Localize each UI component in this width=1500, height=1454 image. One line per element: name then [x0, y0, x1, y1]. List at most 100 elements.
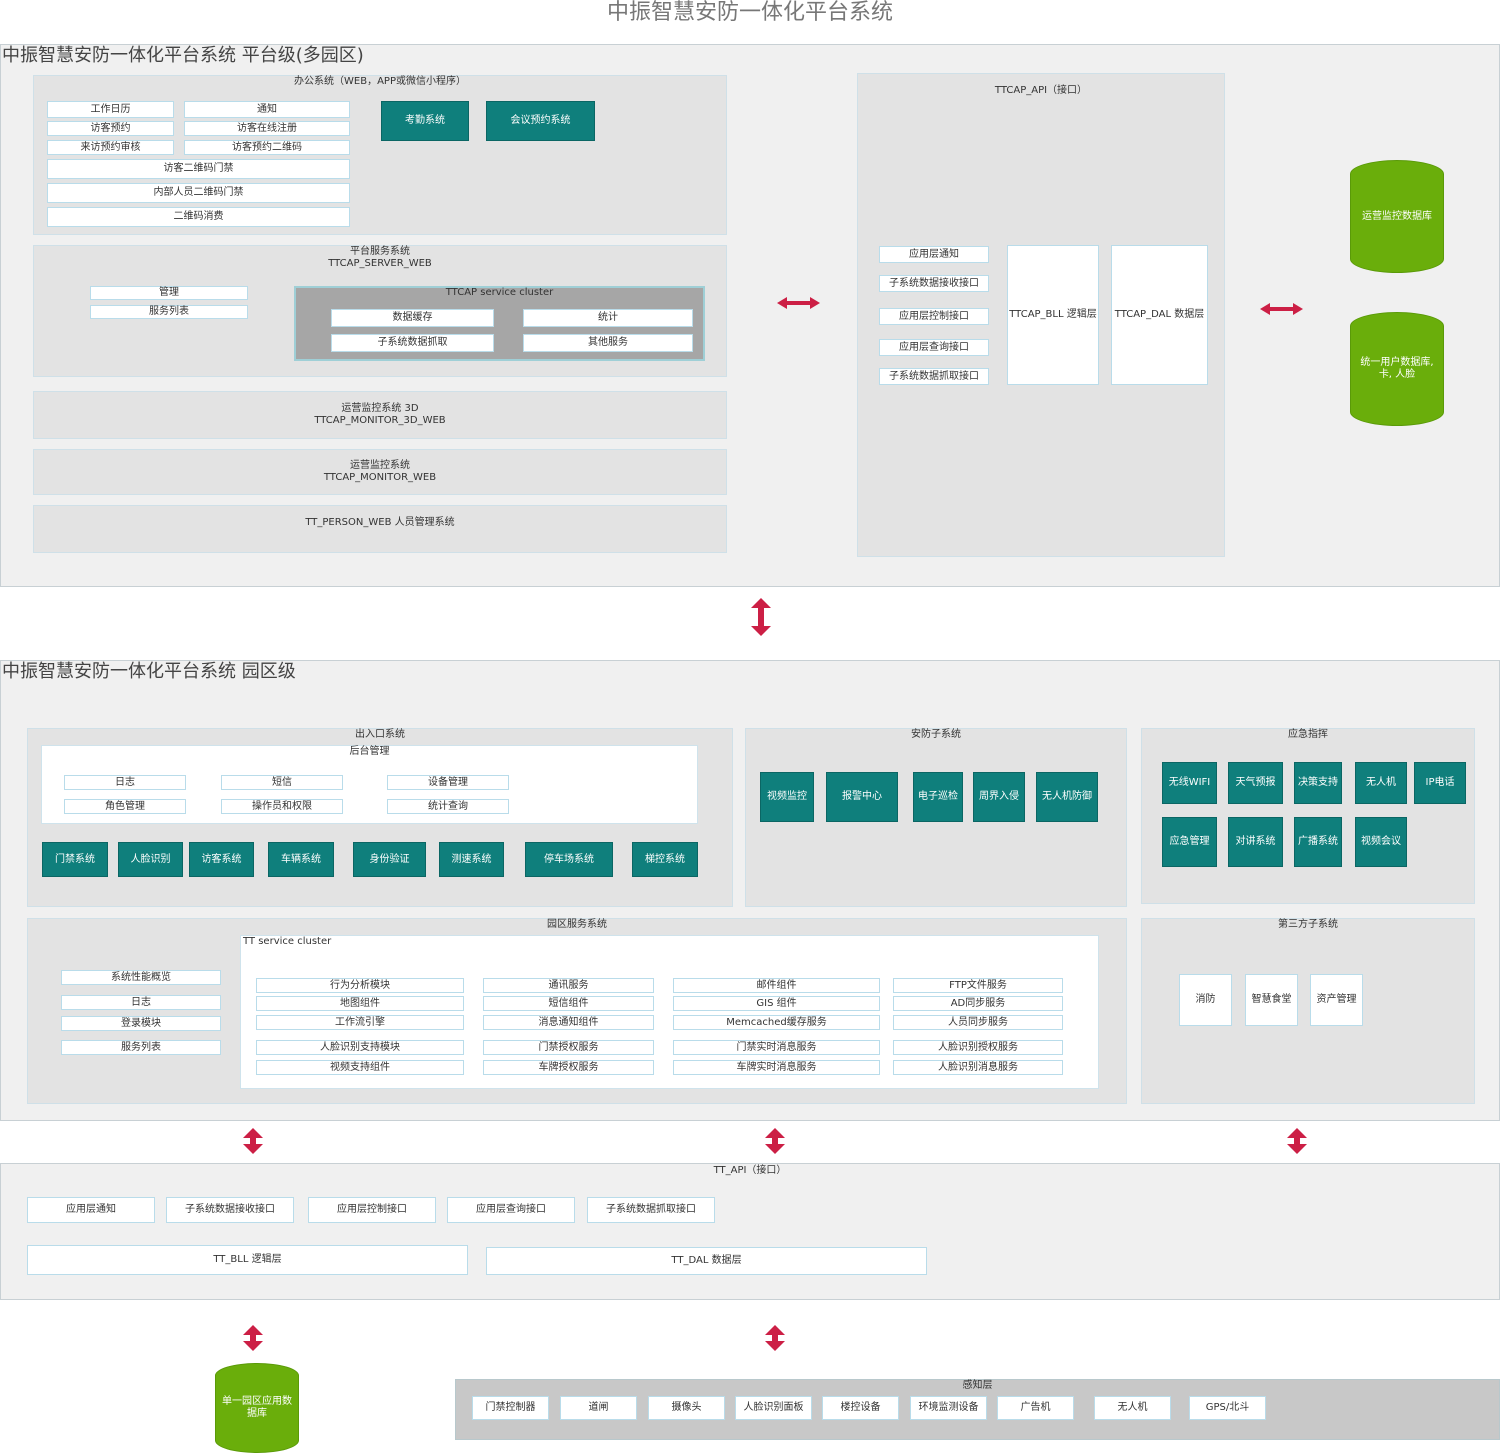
tt-cluster-item: 地图组件: [256, 996, 464, 1011]
emergency-subsystem: 天气预报: [1228, 762, 1283, 804]
double-arrow-icon: [765, 1325, 785, 1351]
ttcap-dal: TTCAP_DAL 数据层: [1111, 245, 1208, 385]
office-item: 访客二维码门禁: [47, 159, 350, 179]
perception-layer-title: 感知层: [962, 1380, 993, 1391]
cluster-item: 其他服务: [523, 334, 693, 352]
tt-api-box: [0, 1163, 1500, 1300]
tt-bll: TT_BLL 逻辑层: [27, 1245, 468, 1275]
entry-subsystem: 测速系统: [439, 842, 504, 877]
page-title: 中振智慧安防一体化平台系统: [606, 0, 893, 25]
api-item: 子系统数据接收接口: [879, 275, 989, 292]
person-web-box: [33, 505, 727, 553]
office-item: 访客预约二维码: [184, 140, 350, 155]
tt-api-title: TT_API（接口）: [713, 1165, 787, 1176]
office-item: 来访预约审核: [47, 140, 174, 155]
monitor-3d-box: [33, 391, 727, 439]
backend-item: 设备管理: [387, 775, 509, 790]
api-item: 应用层通知: [879, 246, 989, 263]
api-item: 应用层控制接口: [879, 308, 989, 325]
tt-api-item: 应用层控制接口: [308, 1197, 436, 1223]
entry-subsystem: 门禁系统: [42, 842, 108, 877]
office-item: 二维码消费: [47, 207, 350, 227]
security-subsystem: 电子巡检: [913, 772, 963, 822]
double-arrow-icon: [777, 297, 820, 309]
park-service-item: 日志: [61, 995, 221, 1010]
cluster-item: 子系统数据抓取: [331, 334, 494, 352]
tt-cluster-item: GIS 组件: [673, 996, 880, 1011]
third-party-item: 资产管理: [1310, 974, 1363, 1026]
tt-cluster-item: 门禁实时消息服务: [673, 1040, 880, 1055]
security-subsystem: 报警中心: [826, 772, 898, 822]
tt-dal: TT_DAL 数据层: [486, 1247, 927, 1275]
emergency-subsystem: 无线WIFI: [1162, 762, 1217, 804]
tt-cluster-item: 邮件组件: [673, 978, 880, 993]
double-arrow-icon: [243, 1128, 263, 1154]
perception-device: 道闸: [560, 1396, 637, 1420]
park-service-title: 园区服务系统: [547, 919, 607, 930]
cluster-item: 数据缓存: [331, 309, 494, 327]
tt-cluster-item: Memcached缓存服务: [673, 1015, 880, 1030]
perception-device: 广告机: [997, 1396, 1074, 1420]
backend-item: 短信: [221, 775, 343, 790]
ttcap-cluster-title: TTCAP service cluster: [445, 287, 554, 298]
emergency-title: 应急指挥: [1288, 729, 1328, 740]
cluster-item: 统计: [523, 309, 693, 327]
api-item: 应用层查询接口: [879, 339, 989, 356]
tt-cluster-item: 人员同步服务: [893, 1015, 1063, 1030]
tt-cluster-item: AD同步服务: [893, 996, 1063, 1011]
backend-item: 日志: [64, 775, 186, 790]
security-subsystem: 无人机防御: [1036, 772, 1098, 822]
perception-device: GPS/北斗: [1189, 1396, 1266, 1420]
third-party-item: 消防: [1179, 974, 1232, 1026]
perception-device: 人脸识别面板: [735, 1396, 812, 1420]
double-arrow-icon: [1260, 303, 1303, 315]
tt-cluster-item: 工作流引擎: [256, 1015, 464, 1030]
entry-subsystem: 车辆系统: [268, 842, 334, 877]
double-arrow-icon: [1287, 1128, 1307, 1154]
office-item: 访客预约: [47, 121, 174, 136]
tt-cluster-item: 短信组件: [483, 996, 654, 1011]
platform-service-title: 平台服务系统 TTCAP_SERVER_WEB: [328, 246, 432, 269]
park-service-item: 服务列表: [61, 1040, 221, 1055]
tt-cluster-item: 车牌授权服务: [483, 1060, 654, 1075]
ttcap-bll: TTCAP_BLL 逻辑层: [1007, 245, 1099, 385]
tt-api-item: 应用层查询接口: [447, 1197, 575, 1223]
entry-subsystem: 梯控系统: [632, 842, 698, 877]
entry-subsystem: 停车场系统: [525, 842, 613, 877]
service-item: 服务列表: [90, 305, 248, 319]
tt-cluster-title: TT service cluster: [243, 936, 332, 947]
person-web-label: TT_PERSON_WEB 人员管理系统: [305, 517, 455, 528]
perception-device: 门禁控制器: [472, 1396, 549, 1420]
tt-cluster-item: 人脸识别支持模块: [256, 1040, 464, 1055]
tt-cluster-item: 车牌实时消息服务: [673, 1060, 880, 1075]
tt-cluster-item: 门禁授权服务: [483, 1040, 654, 1055]
ttcap-api-title: TTCAP_API（接口）: [994, 85, 1088, 96]
platform-section-title: 中振智慧安防一体化平台系统 平台级(多园区): [2, 45, 364, 67]
monitor-web-label: 运营监控系统 TTCAP_MONITOR_WEB: [323, 460, 437, 483]
security-system-title: 安防子系统: [911, 729, 961, 740]
park-service-item: 登录模块: [61, 1016, 221, 1031]
backend-item: 角色管理: [64, 799, 186, 814]
ops-monitor-database: 运营监控数据库: [1350, 160, 1444, 273]
emergency-subsystem: 广播系统: [1294, 817, 1342, 867]
meeting-booking-system: 会议预约系统: [486, 101, 595, 141]
emergency-subsystem: IP电话: [1414, 762, 1466, 804]
perception-device: 摄像头: [648, 1396, 725, 1420]
double-arrow-icon: [765, 1128, 785, 1154]
monitor-web-box: [33, 449, 727, 495]
office-item: 工作日历: [47, 101, 174, 118]
tt-cluster-item: 视频支持组件: [256, 1060, 464, 1075]
emergency-subsystem: 对讲系统: [1228, 817, 1283, 867]
tt-api-item: 子系统数据接收接口: [166, 1197, 294, 1223]
tt-cluster-item: 人脸识别消息服务: [893, 1060, 1063, 1075]
double-arrow-icon: [751, 598, 771, 636]
entry-subsystem: 身份验证: [353, 842, 426, 877]
emergency-subsystem: 应急管理: [1162, 817, 1217, 867]
emergency-subsystem: 视频会议: [1355, 817, 1407, 867]
office-item: 通知: [184, 101, 350, 118]
tt-api-item: 应用层通知: [27, 1197, 155, 1223]
attendance-system: 考勤系统: [381, 101, 469, 141]
park-database: 单一园区应用数据库: [215, 1363, 299, 1453]
api-item: 子系统数据抓取接口: [879, 368, 989, 385]
